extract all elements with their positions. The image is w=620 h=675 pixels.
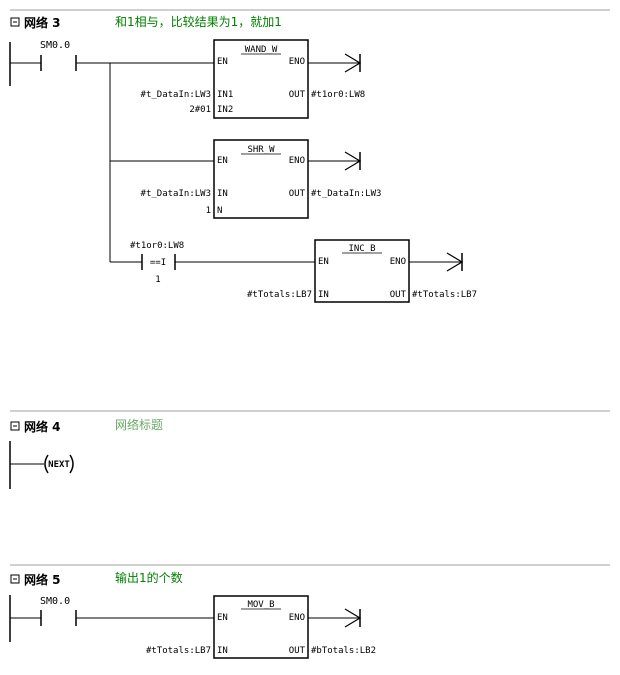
- in-operand[interactable]: #tTotals:LB7: [247, 290, 312, 300]
- coil-right-paren-icon: [69, 454, 74, 474]
- out-pin: OUT: [289, 189, 306, 199]
- en-pin: EN: [217, 613, 228, 623]
- collapse-toggle-icon[interactable]: [10, 17, 20, 27]
- network-title: 网络 3: [24, 15, 61, 30]
- eno-pin: ENO: [289, 57, 305, 67]
- eno-pin: ENO: [289, 156, 305, 166]
- in1-pin: IN1: [217, 90, 233, 100]
- block-name: MOV_B: [247, 600, 274, 610]
- in-pin: IN: [217, 189, 228, 199]
- out-operand[interactable]: #t_DataIn:LW3: [311, 189, 381, 199]
- block-name: INC_B: [348, 244, 375, 254]
- eno-pin: ENO: [289, 613, 305, 623]
- in-pin: IN: [217, 646, 228, 656]
- contact-label: SM0.0: [40, 40, 70, 51]
- out-pin: OUT: [289, 646, 306, 656]
- compare-contact[interactable]: #t1or0:LW8 ==I 1: [110, 241, 315, 285]
- contact-label: SM0.0: [40, 596, 70, 607]
- in-operand[interactable]: #tTotals:LB7: [146, 646, 211, 656]
- block-name: SHR_W: [247, 145, 275, 155]
- collapse-toggle-icon[interactable]: [10, 421, 20, 431]
- coil-label: NEXT: [48, 460, 70, 470]
- mov-b-block[interactable]: MOV_B EN ENO IN OUT #tTotals:LB7 #bTotal…: [146, 595, 376, 659]
- wand-w-block[interactable]: WAND_W EN ENO IN1 IN2 OUT #t_DataIn:LW3 …: [110, 39, 365, 119]
- out-operand[interactable]: #tTotals:LB7: [412, 290, 477, 300]
- eno-pin: ENO: [390, 257, 406, 267]
- n-pin: N: [217, 206, 222, 216]
- collapse-toggle-icon[interactable]: [10, 574, 20, 584]
- network-4[interactable]: 网络 4 网络标题 NEXT: [9, 410, 610, 489]
- out-pin: OUT: [289, 90, 306, 100]
- network-3[interactable]: 网络 3 和1相与，比较结果为1，就加1 SM0.0 WAND_W EN ENO…: [9, 9, 610, 303]
- network-title: 网络 4: [24, 419, 61, 434]
- shr-w-block[interactable]: SHR_W EN ENO IN N OUT #t_DataIn:LW3 1 #t…: [110, 139, 381, 219]
- network-comment: 网络标题: [115, 417, 163, 432]
- compare-operand1[interactable]: #t1or0:LW8: [130, 241, 184, 251]
- out-pin: OUT: [390, 290, 407, 300]
- block-name: WAND_W: [245, 45, 278, 55]
- n-operand[interactable]: 1: [206, 206, 211, 216]
- network-comment: 输出1的个数: [115, 570, 183, 585]
- in1-operand[interactable]: #t_DataIn:LW3: [141, 90, 211, 100]
- in-pin: IN: [318, 290, 329, 300]
- compare-operator: ==I: [150, 258, 166, 268]
- network-title: 网络 5: [24, 572, 61, 587]
- inc-b-block[interactable]: INC_B EN ENO IN OUT #tTotals:LB7 #tTotal…: [247, 239, 477, 303]
- network-5[interactable]: 网络 5 输出1的个数 SM0.0 MOV_B EN ENO IN OUT #t…: [9, 564, 610, 659]
- coil-left-paren-icon: [44, 454, 49, 474]
- compare-operand2[interactable]: 1: [155, 275, 160, 285]
- in-operand[interactable]: #t_DataIn:LW3: [141, 189, 211, 199]
- en-pin: EN: [217, 156, 228, 166]
- out-operand[interactable]: #t1or0:LW8: [311, 90, 365, 100]
- en-pin: EN: [318, 257, 329, 267]
- out-operand[interactable]: #bTotals:LB2: [311, 646, 376, 656]
- in2-operand[interactable]: 2#01: [189, 105, 211, 115]
- next-coil[interactable]: NEXT: [10, 454, 74, 474]
- network-comment: 和1相与，比较结果为1，就加1: [115, 14, 282, 29]
- contact-sm0-0[interactable]: SM0.0: [10, 40, 110, 71]
- in2-pin: IN2: [217, 105, 233, 115]
- en-pin: EN: [217, 57, 228, 67]
- contact-sm0-0[interactable]: SM0.0: [10, 596, 214, 626]
